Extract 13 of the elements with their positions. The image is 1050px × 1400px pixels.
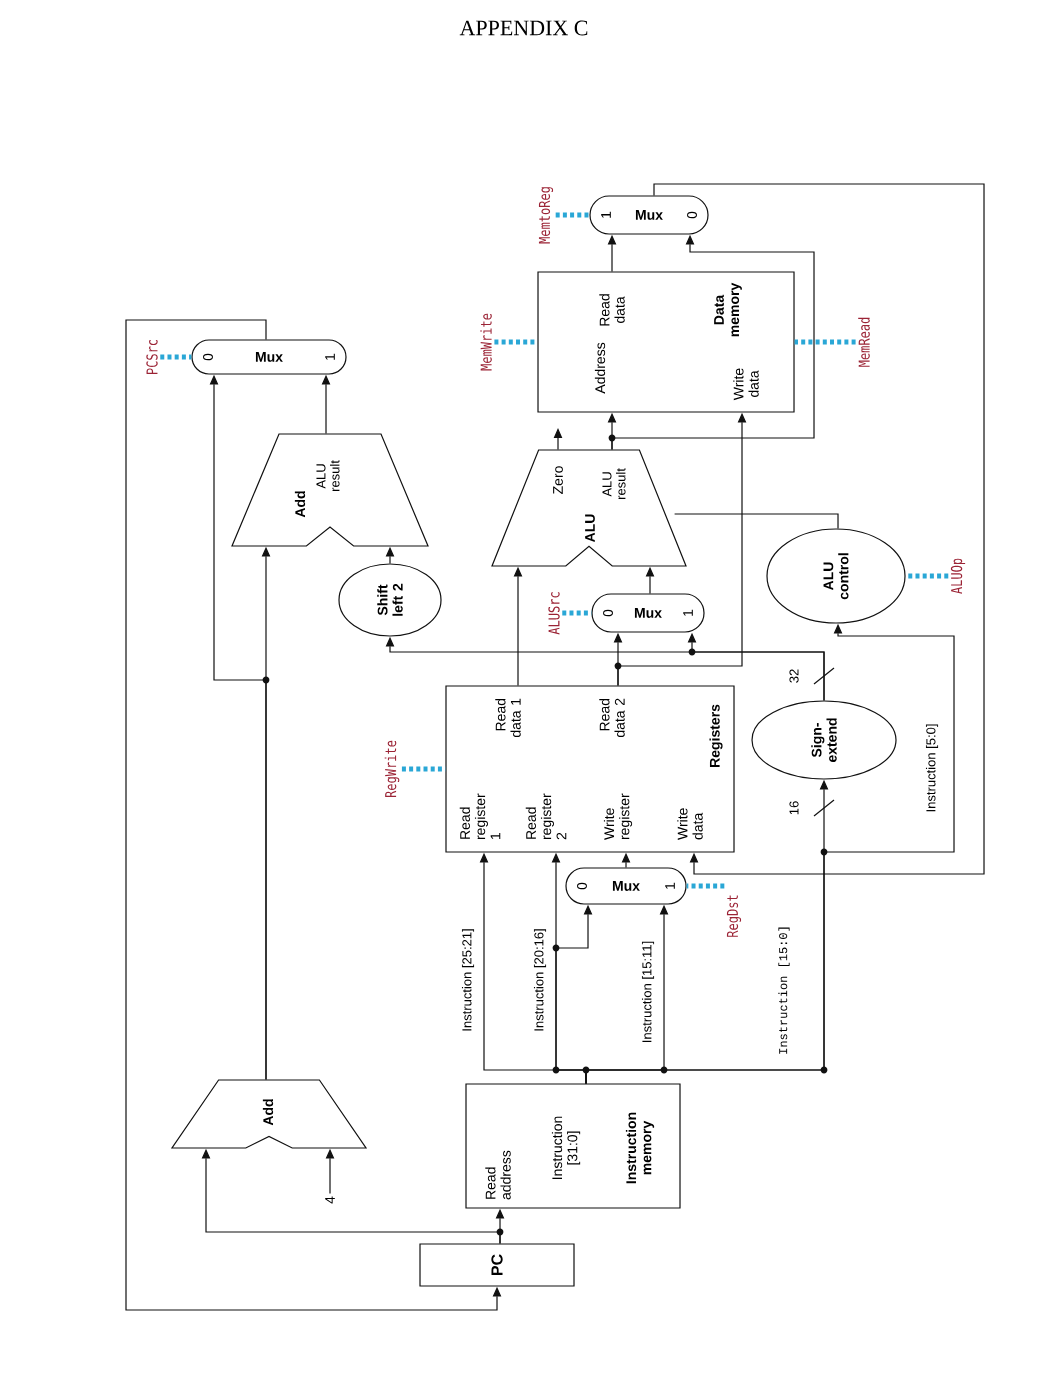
control-line (494, 339, 538, 345)
control-line (401, 766, 446, 772)
arrow (553, 428, 563, 450)
control-line (686, 883, 725, 889)
arrow (653, 183, 985, 875)
register-box: PC (419, 1243, 575, 1287)
control-line (562, 610, 592, 616)
control-line (905, 573, 949, 579)
arrow (125, 319, 502, 1311)
control-line (555, 212, 590, 218)
control-line (794, 339, 856, 345)
control-line (160, 354, 192, 360)
page-title: APPENDIX C (459, 20, 588, 36)
